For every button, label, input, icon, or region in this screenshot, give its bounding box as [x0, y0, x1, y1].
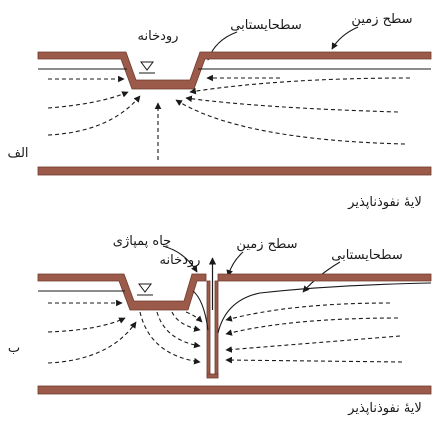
water-level-icon — [138, 283, 152, 293]
flow-arrow — [139, 311, 201, 365]
flow-arrow — [185, 311, 203, 323]
pumping-well-bottom — [206, 373, 219, 379]
river-label: رودخانه — [138, 29, 179, 44]
panel-b: چاه پمپاژی سطح زمین سطحایستابی رودخانه ب… — [8, 234, 432, 416]
flow-arrow — [225, 356, 403, 364]
ground-surface-pointer — [226, 251, 244, 277]
water-table-label: سطحایستابی — [331, 248, 402, 263]
impermeable-layer-label: لایهٔ نفوذناپذیر — [347, 195, 422, 210]
flow-arrow — [47, 95, 141, 136]
pumping-well-label: چاه پمپاژی — [113, 234, 171, 249]
flow-arrow — [225, 335, 401, 353]
flow-arrow — [47, 91, 129, 109]
ground-surface-label: سطح زمین — [236, 237, 297, 252]
flow-arrow — [225, 302, 391, 322]
impermeable-layer-band — [37, 166, 432, 176]
pumping-well-pointer — [162, 245, 198, 273]
ground-surface-label: سطح زمین — [351, 12, 412, 27]
flow-arrow — [47, 321, 137, 364]
flow-arrow — [171, 311, 201, 332]
flow-arrow — [225, 317, 399, 336]
ground-surface-band-right — [217, 273, 432, 282]
panel-marker: الف — [7, 146, 28, 161]
water-table-label: سطحایستابی — [230, 18, 301, 33]
panel-marker: ب — [8, 341, 20, 356]
impermeable-layer-band — [37, 385, 432, 395]
ground-surface-band — [37, 51, 432, 90]
flow-arrow — [47, 317, 126, 333]
flow-arrow — [189, 77, 411, 95]
flow-arrow — [156, 311, 201, 349]
water-level-icon — [140, 61, 154, 71]
ground-surface-band — [37, 273, 207, 311]
water-table-line-left-cone — [192, 290, 209, 331]
ground-surface-pointer — [331, 26, 359, 50]
impermeable-layer-label: لایهٔ نفوذناپذیر — [347, 401, 422, 416]
water-table-drawdown-curve — [217, 282, 432, 334]
flow-arrow — [175, 99, 406, 145]
flow-arrow — [185, 95, 399, 113]
river-label: رودخانه — [160, 253, 201, 268]
panel-a: سطح زمین سطحایستابی رودخانه الف لایهٔ نف… — [7, 12, 432, 210]
pumping-well-casing-right — [214, 280, 219, 378]
